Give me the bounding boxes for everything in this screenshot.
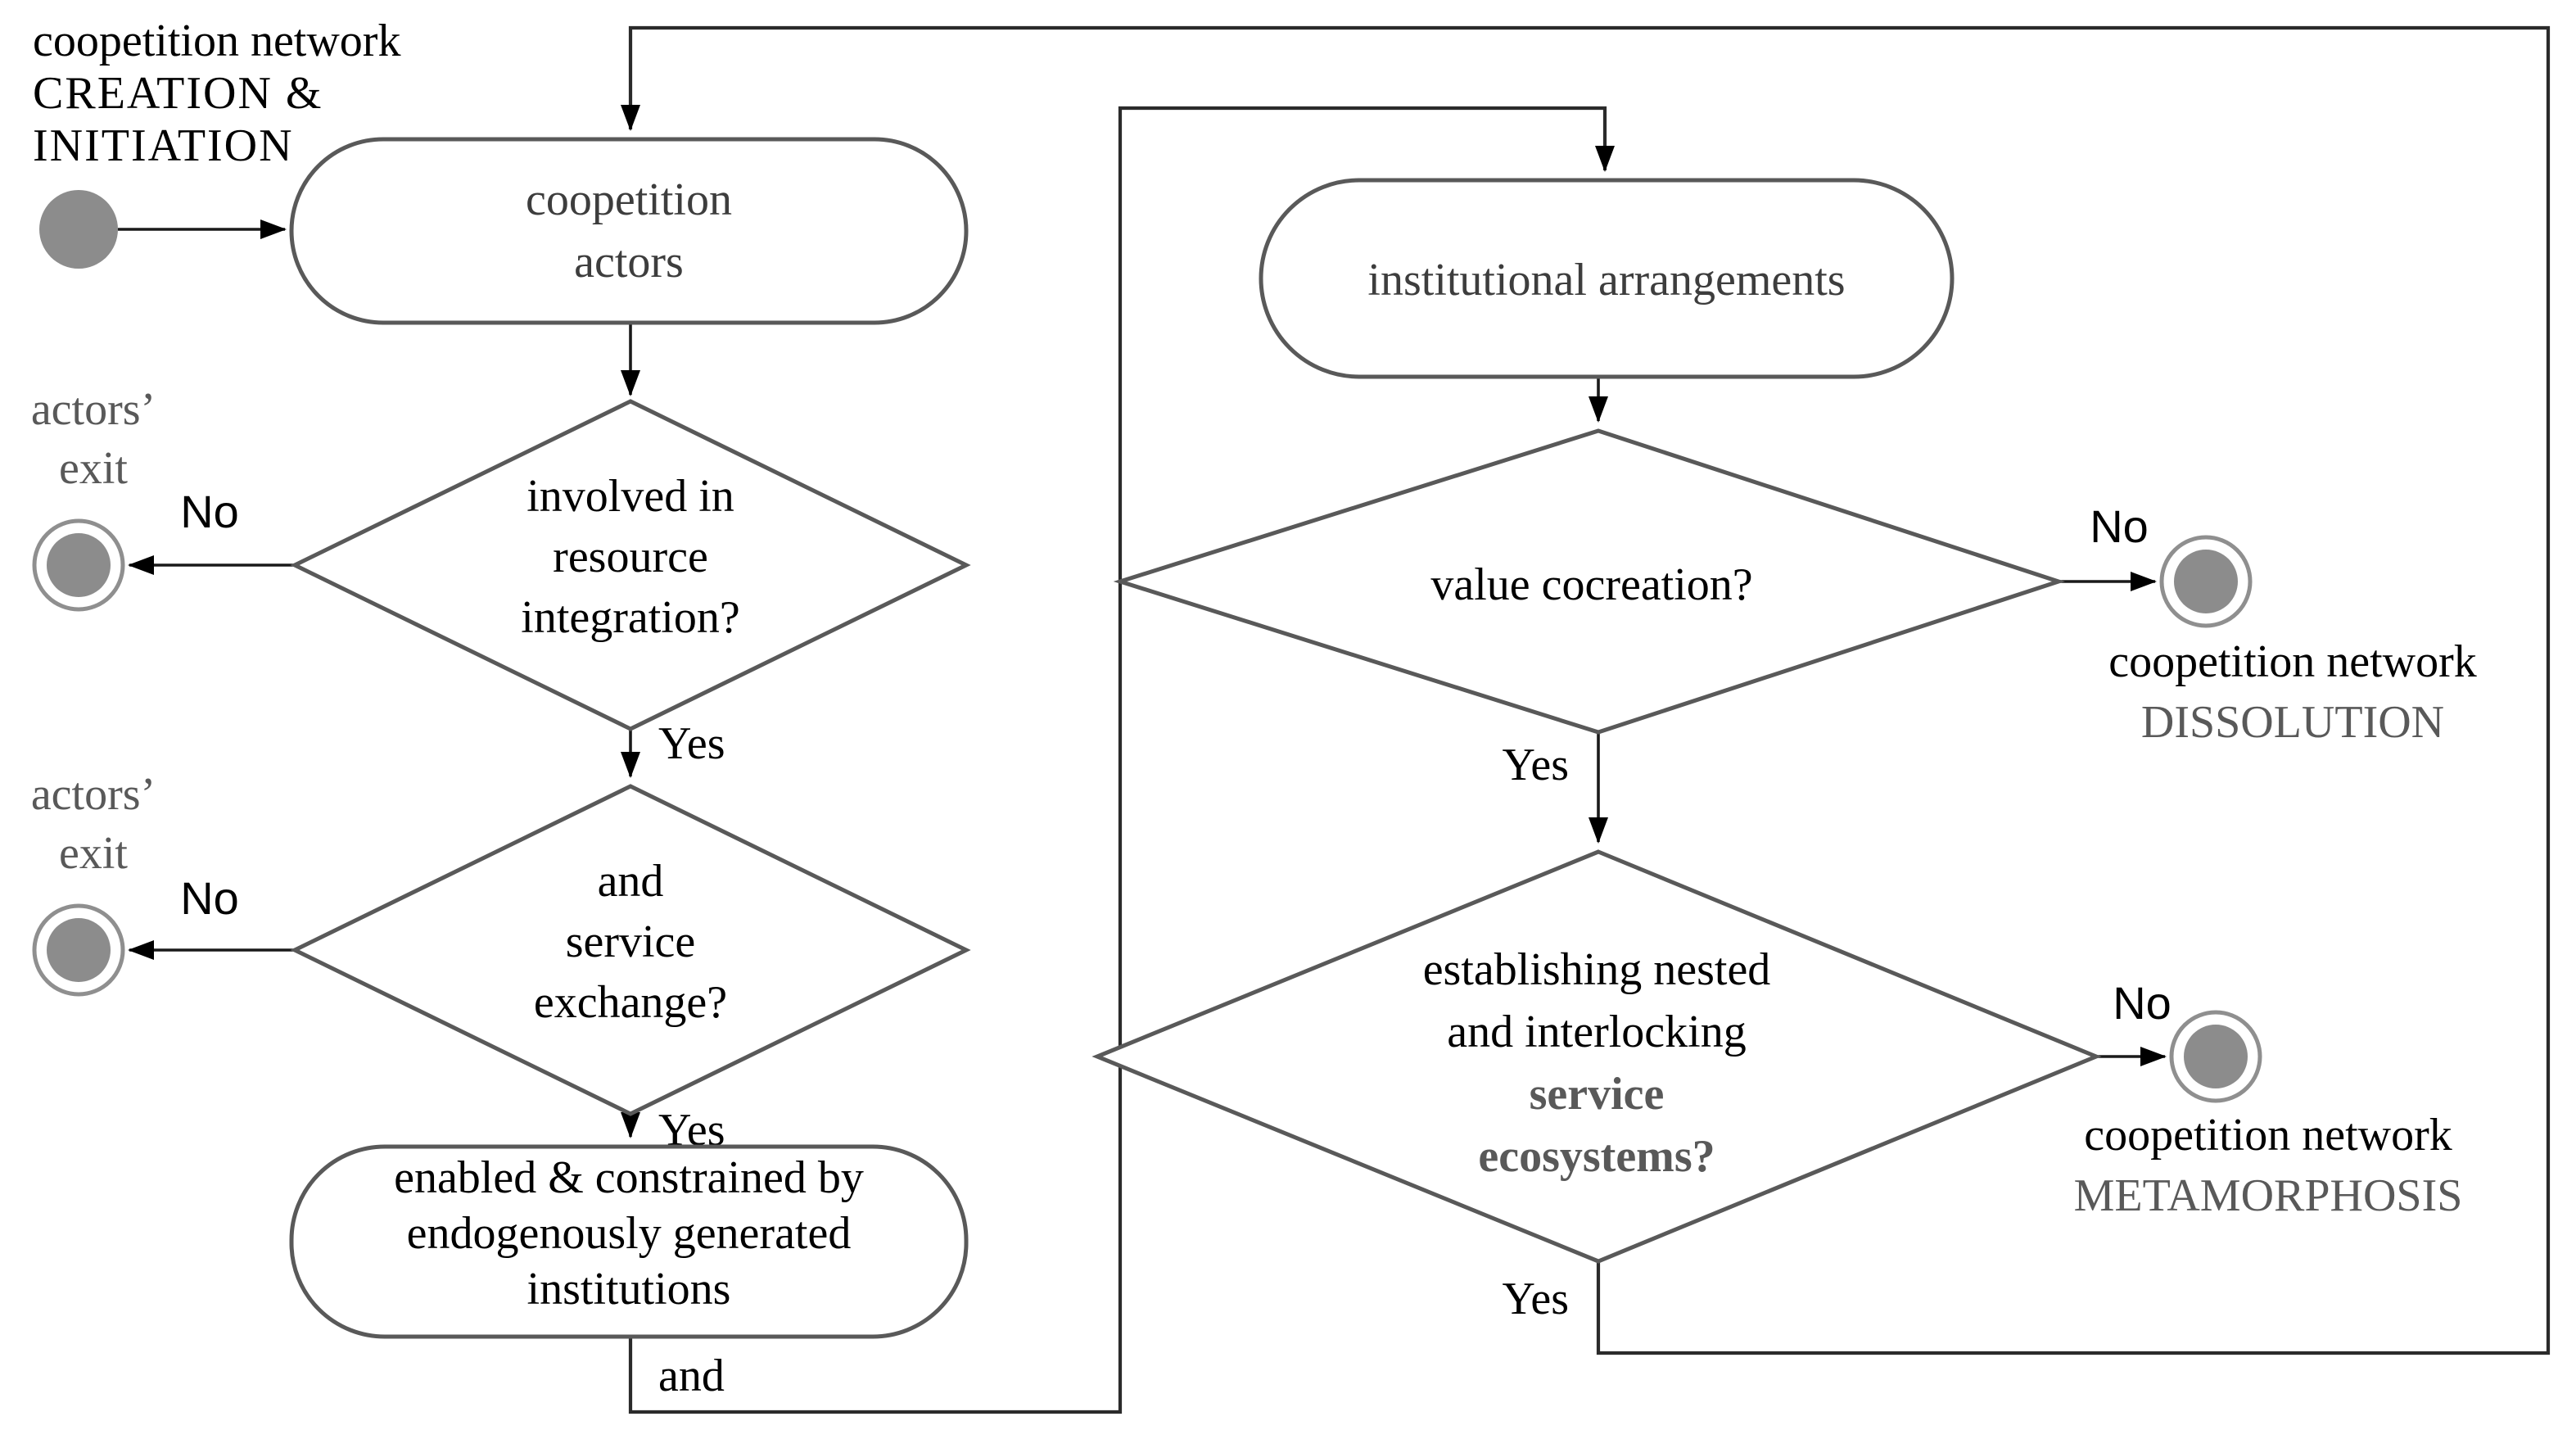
- actors-exit-bottom-label-line2: exit: [59, 828, 128, 879]
- decision-service-ecosystems: [1091, 849, 2102, 1264]
- decision-value-cocreation: [1113, 428, 2066, 735]
- actors-exit-top-label-line1: actors’: [31, 384, 156, 435]
- activity-enabled-institutions-line2: endogenously generated: [407, 1208, 852, 1259]
- decision-service-exchange-line3: exchange?: [534, 977, 727, 1028]
- start-label-line3: INITIATION: [33, 120, 294, 171]
- final-node-dissolution: [2174, 550, 2238, 613]
- decision-value-cocreation-label: value cocreation?: [1430, 559, 1752, 610]
- dissolution-label-line2: DISSOLUTION: [2141, 697, 2444, 748]
- decision-resource-integration: [290, 399, 971, 731]
- decision-service-exchange: [290, 784, 971, 1116]
- decision-service-exchange-line2: service: [566, 916, 696, 967]
- final-node-actors-exit-top: [47, 533, 111, 597]
- start-label-line1: coopetition network: [33, 16, 400, 66]
- metamorphosis-label-line1: coopetition network: [2084, 1110, 2452, 1161]
- final-node-actors-exit-top-ring: [32, 518, 125, 612]
- decision-service-exchange-line1: and: [598, 856, 664, 907]
- activity-coopetition-actors-label-line1: coopetition: [526, 174, 732, 225]
- final-node-actors-exit-bottom-ring: [32, 903, 125, 997]
- edge-label-yes-ecosystems: Yes: [1503, 1274, 1569, 1324]
- start-label-line2: CREATION &: [33, 68, 323, 119]
- activity-institutional-arrangements-label: institutional arrangements: [1367, 255, 1845, 305]
- final-node-actors-exit-bottom: [47, 918, 111, 982]
- edge-label-no-cocreation: No: [2090, 500, 2149, 552]
- dissolution-label-line1: coopetition network: [2108, 636, 2476, 687]
- edge-yes-ecosystems-loop-to-actors: [621, 25, 2551, 1355]
- edge-label-no-exchange: No: [180, 872, 239, 924]
- decision-resource-integration-line2: resource: [553, 532, 708, 582]
- edge-label-yes-cocreation: Yes: [1503, 740, 1569, 790]
- edge-label-yes-resource: Yes: [658, 718, 725, 769]
- decision-resource-integration-line1: involved in: [526, 471, 734, 522]
- activity-enabled-institutions: [289, 1144, 969, 1339]
- start-node: [39, 190, 118, 269]
- edge-label-no-ecosystems: No: [2113, 977, 2172, 1029]
- edge-and-connector-to-institutional-arrangements: [628, 106, 1615, 1414]
- decision-service-ecosystems-line2: and interlocking: [1447, 1007, 1746, 1057]
- decision-service-ecosystems-line4: ecosystems?: [1478, 1131, 1715, 1182]
- decision-service-ecosystems-line1: establishing nested: [1423, 944, 1771, 995]
- actors-exit-bottom-label-line1: actors’: [31, 769, 156, 820]
- activity-institutional-arrangements: [1259, 178, 1955, 379]
- edge-label-and-connector: and: [658, 1351, 725, 1401]
- activity-enabled-institutions-line3: institutions: [527, 1264, 731, 1315]
- final-node-dissolution-ring: [2159, 535, 2253, 628]
- final-node-metamorphosis-ring: [2169, 1010, 2262, 1103]
- activity-coopetition-actors-label-line2: actors: [574, 237, 684, 287]
- decision-resource-integration-line3: integration?: [521, 592, 739, 643]
- final-node-metamorphosis: [2184, 1025, 2248, 1088]
- activity-enabled-institutions-line1: enabled & constrained by: [394, 1152, 864, 1203]
- decision-service-ecosystems-line3: service: [1530, 1069, 1665, 1120]
- metamorphosis-label-line2: METAMORPHOSIS: [2074, 1170, 2463, 1221]
- edge-label-no-resource: No: [180, 486, 239, 537]
- activity-coopetition-actors: [289, 137, 969, 325]
- actors-exit-top-label-line2: exit: [59, 443, 128, 494]
